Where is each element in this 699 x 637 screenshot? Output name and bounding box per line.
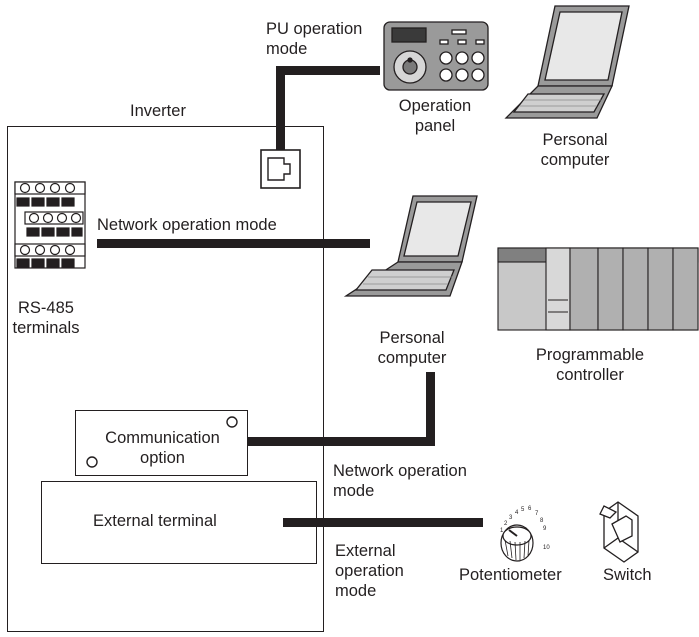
svg-text:10: 10 bbox=[543, 545, 550, 551]
network-wire-bottom-horizontal bbox=[248, 437, 435, 446]
network-wire-top bbox=[97, 239, 370, 248]
option-screw-bottom-icon bbox=[86, 456, 98, 468]
svg-text:2: 2 bbox=[504, 521, 508, 527]
external-wire bbox=[283, 518, 483, 527]
network-operation-mode-label-bottom: Network operation mode bbox=[333, 462, 467, 500]
pu-wire-horizontal bbox=[276, 66, 380, 75]
svg-text:6: 6 bbox=[528, 506, 532, 512]
svg-text:9: 9 bbox=[543, 526, 547, 532]
network-operation-mode-label-top: Network operation mode bbox=[97, 216, 277, 234]
rj45-port-icon bbox=[260, 149, 301, 189]
communication-option-box bbox=[75, 410, 248, 476]
switch-icon bbox=[599, 501, 639, 563]
external-terminal-box bbox=[41, 481, 317, 564]
switch-label: Switch bbox=[603, 566, 652, 584]
pu-operation-mode-label: PU operation mode bbox=[266, 20, 363, 58]
laptop-icon-top bbox=[504, 5, 630, 119]
operation-panel-label: Operation panel bbox=[398, 97, 472, 135]
personal-computer-label-top: Personal computer bbox=[540, 131, 610, 169]
svg-text:4: 4 bbox=[515, 510, 519, 516]
pu-wire-vertical bbox=[276, 66, 285, 150]
inverter-label: Inverter bbox=[130, 102, 186, 120]
operation-panel-icon bbox=[383, 21, 489, 91]
svg-text:8: 8 bbox=[540, 518, 544, 524]
external-operation-mode-label: External operation mode bbox=[335, 542, 404, 600]
external-terminal-label: External terminal bbox=[93, 512, 217, 530]
svg-text:5: 5 bbox=[521, 507, 525, 513]
potentiometer-label: Potentiometer bbox=[459, 566, 562, 584]
programmable-controller-label: Programmable controller bbox=[535, 346, 645, 384]
plc-icon bbox=[497, 247, 699, 331]
network-wire-bottom-vertical bbox=[426, 372, 435, 446]
rs485-terminals-label: RS-485 terminals bbox=[12, 299, 80, 337]
potentiometer-icon bbox=[500, 524, 534, 562]
rs485-terminal-block-icon bbox=[14, 181, 86, 269]
svg-text:1: 1 bbox=[500, 528, 504, 534]
communication-option-label: Communication option bbox=[105, 429, 220, 467]
svg-text:3: 3 bbox=[509, 515, 513, 521]
svg-text:7: 7 bbox=[535, 511, 539, 517]
personal-computer-label-middle: Personal computer bbox=[377, 329, 447, 367]
option-screw-top-icon bbox=[226, 416, 238, 428]
laptop-icon-middle bbox=[343, 195, 478, 297]
